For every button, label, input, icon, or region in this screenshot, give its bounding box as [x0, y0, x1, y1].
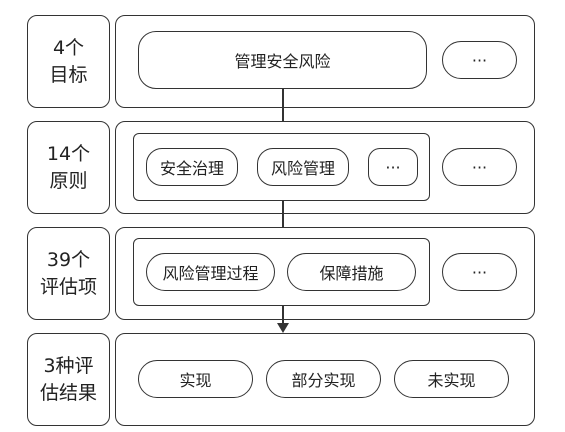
row-principles-label-box: 14个 原则 [27, 121, 110, 214]
row-assessment-items-label-box: 39个 评估项 [27, 227, 110, 320]
row-principles-label-line2: 原则 [49, 169, 88, 192]
item-risk-management-process: 风险管理过程 [146, 253, 275, 291]
result-achieved: 实现 [138, 360, 253, 398]
goals-more-button: ··· [442, 41, 517, 79]
items-more-button: ··· [442, 253, 517, 291]
principle-security-governance: 安全治理 [146, 148, 238, 186]
row-goals-label-line1: 4个 [52, 36, 85, 59]
row-results-label-line2: 估结果 [39, 381, 97, 404]
result-not-achieved: 未实现 [394, 360, 509, 398]
row-items-label-line2: 评估项 [39, 275, 97, 298]
principles-inner-more: ··· [368, 148, 418, 186]
row-results-label-line1: 3种评 [43, 354, 94, 377]
row-goals-label-box: 4个 目标 [27, 15, 110, 108]
goal-manage-security-risk: 管理安全风险 [138, 31, 427, 89]
row-principles-label-line1: 14个 [46, 142, 91, 165]
row-items-label-line1: 39个 [46, 248, 91, 271]
row-goals-label-line2: 目标 [49, 63, 88, 86]
item-safeguards: 保障措施 [287, 253, 416, 291]
row-results-label-box: 3种评 估结果 [27, 333, 110, 426]
principle-risk-management: 风险管理 [257, 148, 349, 186]
result-partially-achieved: 部分实现 [266, 360, 381, 398]
principles-more-button: ··· [442, 148, 517, 186]
